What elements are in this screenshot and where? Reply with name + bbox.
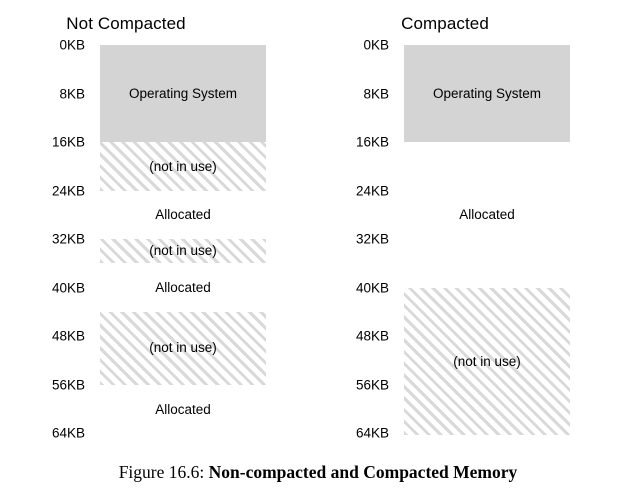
figure-caption: Figure 16.6: Non-compacted and Compacted… [0,462,636,483]
memory-segment: Allocated [100,263,266,314]
axis-tick-label: 56KB [51,376,85,392]
memory-segment-label: (not in use) [149,340,217,356]
axis-tick-label: 64KB [355,425,389,441]
axis-tick-label: 16KB [51,134,85,150]
memory-segment-label: Allocated [155,402,211,417]
memory-segment-label: (not in use) [453,353,521,369]
axis-tick-label: 40KB [355,279,389,295]
axis-tick-label: 32KB [355,231,389,247]
memory-segment-label: Operating System [432,85,542,101]
memory-segment-label: (not in use) [149,158,217,174]
figure-caption-number: Figure 16.6: [118,462,205,482]
axis-tick-label: 24KB [51,182,85,198]
memory-column-not-compacted: Operating System (not in use) Allocated (no… [100,45,266,435]
memory-segment: Allocated [404,142,570,290]
panel-not-compacted: Not Compacted 0KB 8KB 16KB 24KB 32KB 40KB 48KB… [0,0,318,455]
axis-tick-label: 64KB [51,425,85,441]
panel-compacted: Compacted 0KB 8KB 16KB 24KB 32KB 40KB 48KB 56KB… [318,0,636,455]
memory-segment: (not in use) [100,311,266,387]
axis-tick-label: 56KB [355,376,389,392]
memory-segment-label: Allocated [155,279,211,295]
axis-tick-label: 32KB [51,231,85,247]
memory-segment: Allocated [100,190,266,241]
memory-segment: Operating System [404,45,570,144]
memory-segment: (not in use) [100,142,266,193]
axis-tick-label: 8KB [363,85,389,101]
memory-segment-label: Allocated [155,207,211,222]
memory-segment: (not in use) [100,239,266,266]
axis-tick-label: 48KB [355,328,389,344]
panel-title-compacted: Compacted [401,14,489,33]
memory-segment-label: (not in use) [149,243,217,259]
axis-tick-label: 8KB [59,85,85,101]
figure-caption-title: Non-compacted and Compacted Memory [208,462,518,482]
axis-tick-label: 0KB [363,37,389,53]
panel-title-not-compacted: Not Compacted [66,14,186,33]
memory-segment: (not in use) [404,287,570,435]
axis-tick-label: 48KB [51,328,85,344]
axis-tick-label: 40KB [51,279,85,295]
memory-segment: Operating System [100,45,266,144]
memory-segment-label: Allocated [459,207,515,222]
axis-tick-label: 24KB [355,182,389,198]
axis-tick-label: 16KB [355,134,389,150]
memory-segment: Allocated [100,384,266,435]
axis-tick-label: 0KB [59,37,85,53]
memory-segment-label: Operating System [128,85,238,101]
